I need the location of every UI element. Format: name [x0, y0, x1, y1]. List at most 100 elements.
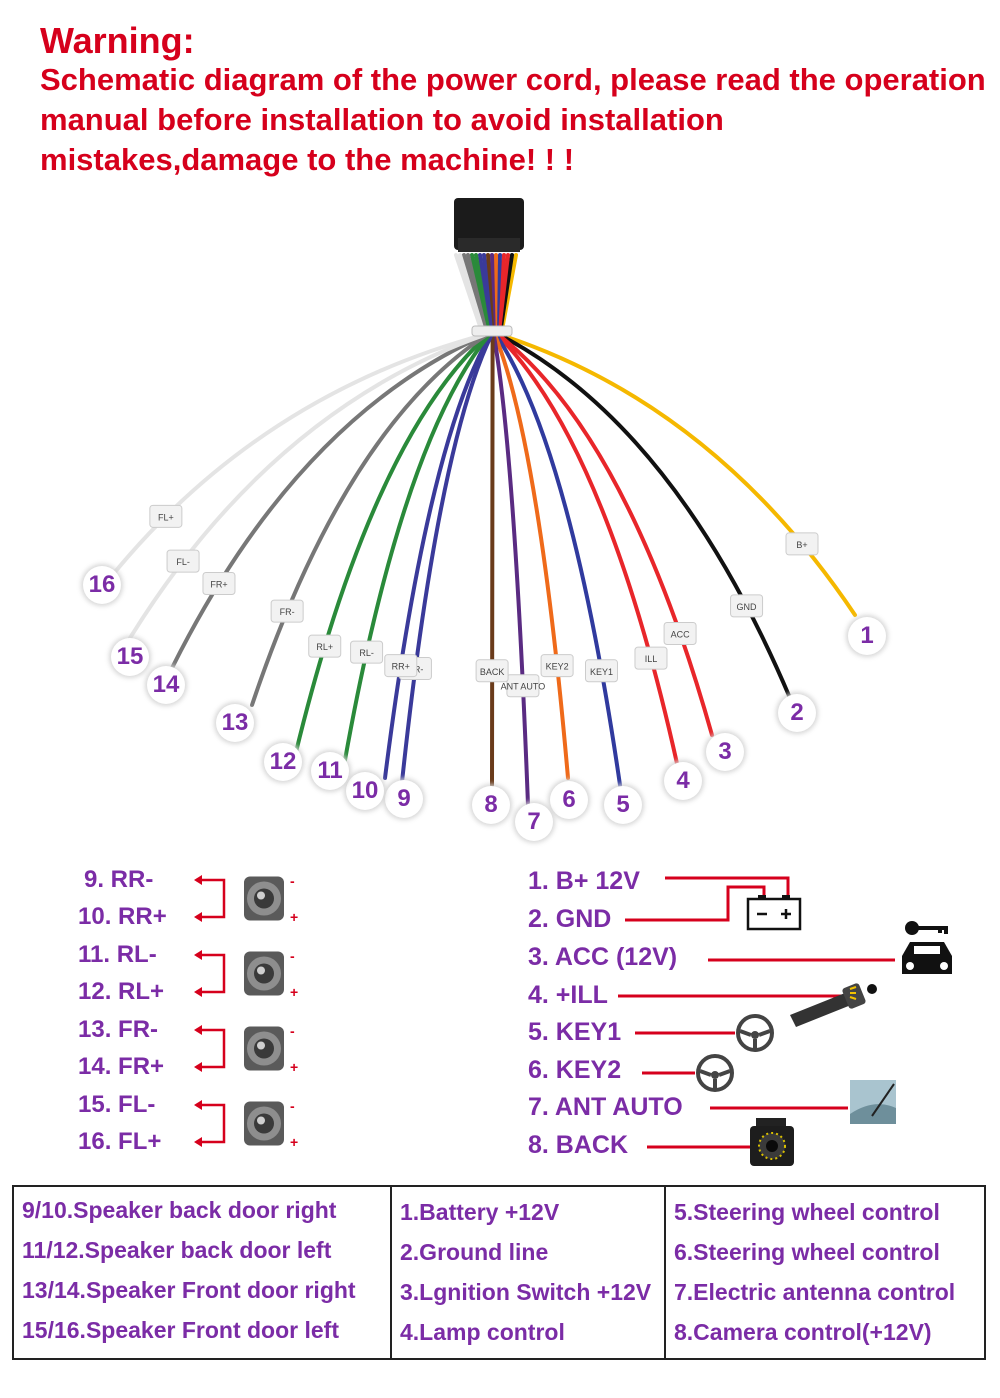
legend-item: 8.Camera control(+12V) [674, 1319, 932, 1345]
pin-connection-lines: -+-+-+-+ [194, 873, 952, 1166]
wire-tag-2: GND [730, 594, 764, 618]
wire-tag-text: KEY1 [590, 667, 613, 677]
speaker-icon [244, 876, 284, 921]
speaker-pin-label: 16. FL+ [78, 1128, 162, 1155]
polarity-plus: + [290, 984, 298, 1000]
wire-number-2: 2 [778, 694, 816, 732]
polarity-minus: - [290, 1098, 295, 1114]
wire-tag-text: BACK [480, 667, 505, 677]
speaker-bracket [194, 950, 226, 997]
speaker-pin-label: 15. FL- [78, 1091, 156, 1118]
polarity-plus: + [290, 909, 298, 925]
wire-tag-7: ANT AUTO [501, 674, 546, 698]
legend-item: 9/10.Speaker back door right [22, 1197, 337, 1223]
speaker-pin-label: 14. FR+ [78, 1053, 165, 1080]
function-pin-label: 8. BACK [528, 1131, 629, 1159]
legend-item: 2.Ground line [400, 1239, 549, 1265]
wire-8 [486, 253, 495, 787]
legend-item: 15/16.Speaker Front door left [22, 1317, 339, 1343]
steering-wheel-icon [696, 1054, 734, 1092]
speaker-icon [244, 951, 284, 996]
wire-number-4: 4 [664, 762, 702, 800]
wire-tag-14: FR+ [202, 571, 236, 595]
steering-wheel-icon [736, 1014, 774, 1052]
wire-2 [497, 253, 792, 700]
legend-column-speakers: 9/10.Speaker back door right 11/12.Speak… [14, 1187, 392, 1358]
polarity-minus: - [290, 1023, 295, 1039]
car-key-icon [902, 921, 952, 974]
wire-6 [492, 253, 570, 780]
function-pin-label: 1. B+ 12V [528, 867, 640, 895]
wire-tag-text: ILL [645, 654, 658, 664]
wire-1 [498, 253, 857, 617]
wire-tag-13: FR- [270, 599, 304, 623]
function-pin-label: 5. KEY1 [528, 1018, 622, 1046]
harness-wires [108, 253, 857, 807]
antenna-icon [850, 1080, 896, 1124]
speaker-bracket [194, 1100, 226, 1147]
wire-number-14: 14 [147, 666, 185, 704]
lamp-switch-icon [790, 983, 877, 1027]
speaker-icon [244, 1101, 284, 1146]
warning-text: Schematic diagram of the power cord, ple… [40, 62, 986, 177]
wire-number-13: 13 [216, 704, 254, 742]
legend-item: 13/14.Speaker Front door right [22, 1277, 356, 1303]
speaker-pin-label: 9. RR- [84, 866, 154, 893]
wire-number-15: 15 [111, 638, 149, 676]
wire-14 [170, 253, 488, 670]
wire-number-5: 5 [604, 786, 642, 824]
wire-16 [108, 253, 486, 580]
legend-column-controls: 5.Steering wheel control 6.Steering whee… [666, 1187, 986, 1358]
wire-number-9: 9 [385, 780, 423, 818]
wire-number-7: 7 [515, 803, 553, 841]
battery-icon [746, 895, 802, 931]
wire-5 [494, 253, 622, 787]
wire-number-16: 16 [83, 566, 121, 604]
legend-item: 11/12.Speaker back door left [22, 1237, 332, 1263]
wire-tag-16: FL+ [149, 504, 183, 528]
wire-tag-text: ANT AUTO [501, 682, 546, 692]
camera-icon [750, 1118, 794, 1166]
harness-connector [454, 198, 524, 250]
speaker-pin-label: 10. RR+ [78, 903, 167, 930]
wire-tag-text: KEY2 [546, 662, 569, 672]
wire-tag-text: FR- [280, 607, 295, 617]
legend-item: 7.Electric antenna control [674, 1279, 956, 1305]
wire-4 [495, 253, 680, 770]
wire-9 [400, 253, 494, 784]
wire-tag-11: RL- [350, 640, 384, 664]
wire-tag-12: RL+ [308, 634, 342, 658]
speaker-bracket [194, 1025, 226, 1072]
wire-tag-8: BACK [475, 659, 509, 683]
speaker-pin-label: 11. RL- [78, 941, 157, 968]
function-pin-label: 6. KEY2 [528, 1056, 622, 1084]
wire-tag-text: FR+ [210, 579, 227, 589]
wire-tag-text: B+ [796, 540, 807, 550]
wire-tag-text: ACC [671, 629, 691, 639]
speaker-pin-label: 13. FR- [78, 1016, 159, 1043]
wire-number-1: 1 [848, 617, 886, 655]
wire-7 [490, 253, 530, 807]
legend-item: 5.Steering wheel control [674, 1199, 940, 1225]
wire-10 [383, 253, 493, 780]
speaker-pin-label: 12. RL+ [78, 978, 165, 1005]
line-b-plus [665, 876, 790, 895]
speaker-icon [244, 1026, 284, 1071]
wire-tag-4: ILL [634, 646, 668, 670]
wire-number-3: 3 [706, 733, 744, 771]
legend-item: 4.Lamp control [400, 1319, 565, 1345]
polarity-minus: - [290, 948, 295, 964]
legend-item: 1.Battery +12V [400, 1199, 560, 1225]
wire-tag-1: B+ [785, 532, 819, 556]
wire-tag-text: FL+ [158, 512, 174, 522]
wire-number-6: 6 [550, 781, 588, 819]
wire-number-11: 11 [311, 752, 349, 790]
function-pin-label: 2. GND [528, 905, 612, 933]
wire-tag-text: GND [737, 602, 758, 612]
function-pin-label: 4. +ILL [528, 981, 608, 1009]
cable-tie [471, 325, 513, 337]
legend-column-power: 1.Battery +12V 2.Ground line 3.Lgnition … [392, 1187, 666, 1358]
function-pin-label: 7. ANT AUTO [528, 1093, 683, 1121]
